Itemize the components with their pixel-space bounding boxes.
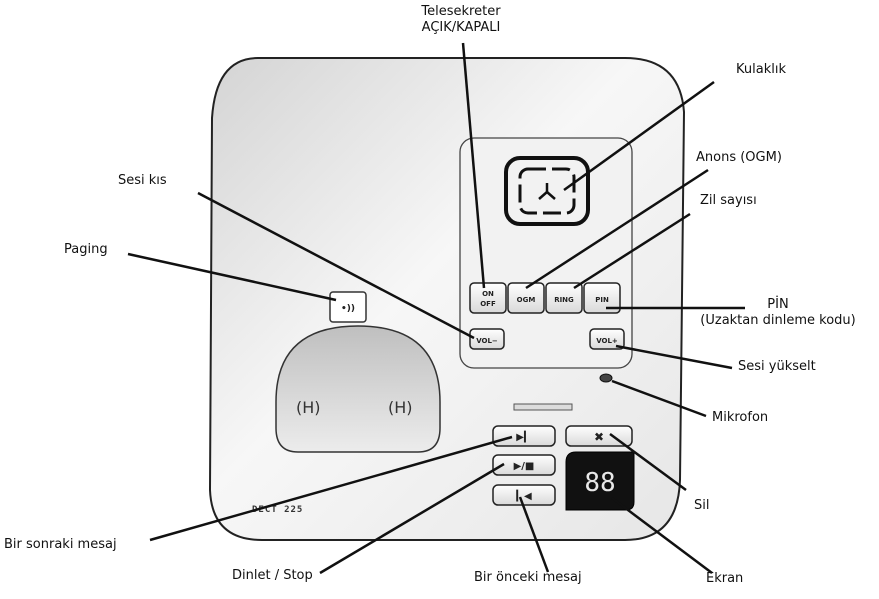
paging-label: •)) — [341, 304, 355, 314]
play-stop-callout-label: Dinlet / Stop — [232, 568, 313, 583]
label-strip — [513, 403, 573, 411]
pin-line2: (Uzaktan dinleme kodu) — [700, 313, 856, 328]
delete-label: ✖ — [594, 430, 604, 444]
next-button[interactable]: ▶▎ — [492, 425, 556, 447]
pin-label: PIN — [595, 296, 609, 304]
on-label: ON — [482, 290, 494, 298]
handset-icon — [504, 156, 590, 226]
callout-next — [149, 435, 513, 542]
vol-plus-button[interactable]: VOL+ — [589, 328, 625, 350]
vol-minus-label: VOL− — [476, 337, 498, 345]
tad-on-off-label: Telesekreter AÇIK/KAPALI — [376, 4, 546, 36]
ring-button[interactable]: RING — [545, 282, 583, 314]
vol-minus-button[interactable]: VOL− — [469, 328, 505, 350]
model-name: DECT 225 — [252, 505, 303, 515]
next-message-label: Bir sonraki mesaj — [4, 537, 117, 552]
on-off-button[interactable]: ON OFF — [469, 282, 507, 314]
callout-delete — [609, 432, 687, 492]
pin-line1: PİN — [767, 297, 789, 312]
pin-button[interactable]: PIN — [583, 282, 621, 314]
callout-paging — [127, 252, 337, 302]
off-label: OFF — [480, 300, 496, 308]
announcement-label: Anons (OGM) — [696, 150, 782, 165]
pin-callout-label: PİN (Uzaktan dinleme kodu) — [680, 297, 876, 329]
volume-down-label: Sesi kıs — [118, 173, 167, 188]
delete-callout-label: Sil — [694, 498, 710, 513]
delete-button[interactable]: ✖ — [565, 425, 633, 447]
display-digits: 88 — [584, 468, 615, 498]
play-stop-button[interactable]: ▶/■ — [492, 454, 556, 476]
callout-handset — [563, 80, 715, 192]
handset-cradle: (H) (H) — [275, 325, 441, 453]
volume-up-label: Sesi yükselt — [738, 359, 816, 374]
callout-prev — [518, 496, 550, 573]
callout-vol-minus — [197, 191, 475, 340]
ogm-label: OGM — [517, 296, 536, 304]
callout-play-stop — [319, 462, 505, 575]
paging-button[interactable]: •)) — [329, 291, 367, 323]
callout-tad — [461, 42, 486, 289]
handset-label: Kulaklık — [736, 62, 786, 77]
callout-ogm — [525, 168, 709, 290]
callout-vol-plus — [615, 344, 733, 370]
vol-plus-label: VOL+ — [596, 337, 618, 345]
next-label: ▶▎ — [516, 430, 531, 443]
previous-message-label: Bir önceki mesaj — [474, 570, 582, 585]
ogm-button[interactable]: OGM — [507, 282, 545, 314]
callout-ring — [573, 212, 691, 290]
cradle-contact-right: (H) — [388, 398, 413, 417]
callout-lines — [127, 42, 745, 575]
ring-count-label: Zil sayısı — [700, 193, 757, 208]
display-label: Ekran — [706, 571, 744, 586]
play-stop-label: ▶/■ — [514, 461, 535, 472]
prev-label: ▎◀ — [515, 489, 532, 502]
tad-line2: AÇIK/KAPALI — [421, 20, 501, 35]
ring-label: RING — [554, 296, 574, 304]
microphone-label: Mikrofon — [712, 410, 769, 425]
tad-line1: Telesekreter — [421, 4, 501, 19]
callout-mic — [611, 379, 707, 418]
callout-display — [611, 497, 713, 574]
paging-label-text: Paging — [64, 242, 108, 257]
message-display: 88 — [565, 451, 635, 511]
cradle-contact-left: (H) — [296, 398, 321, 417]
microphone-icon — [599, 373, 613, 383]
prev-button[interactable]: ▎◀ — [492, 484, 556, 506]
